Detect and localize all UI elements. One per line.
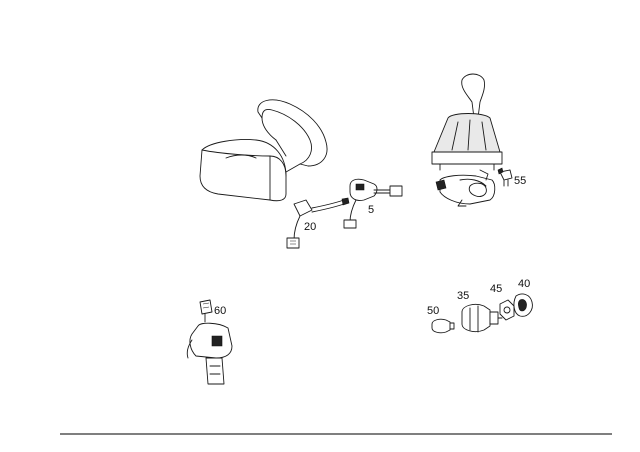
label-part-35: 35 <box>457 290 469 302</box>
part-50-bulb <box>431 318 455 334</box>
part-60-switch <box>186 299 233 385</box>
part-55-bracket <box>497 167 513 187</box>
part-35-switch <box>461 303 503 333</box>
gear-shifter-assembly <box>431 73 503 207</box>
label-part-20: 20 <box>304 221 316 233</box>
steering-wheel-assembly <box>199 99 328 202</box>
part-45-nut <box>499 299 515 321</box>
label-part-50: 50 <box>427 305 439 317</box>
label-part-5: 5 <box>368 204 374 216</box>
label-part-40: 40 <box>518 278 530 290</box>
part-20-cable <box>286 197 350 249</box>
label-part-60: 60 <box>214 305 226 317</box>
part-5-switch <box>343 178 403 229</box>
label-part-45: 45 <box>490 283 502 295</box>
part-40-ring <box>513 293 533 317</box>
label-part-55: 55 <box>514 175 526 187</box>
